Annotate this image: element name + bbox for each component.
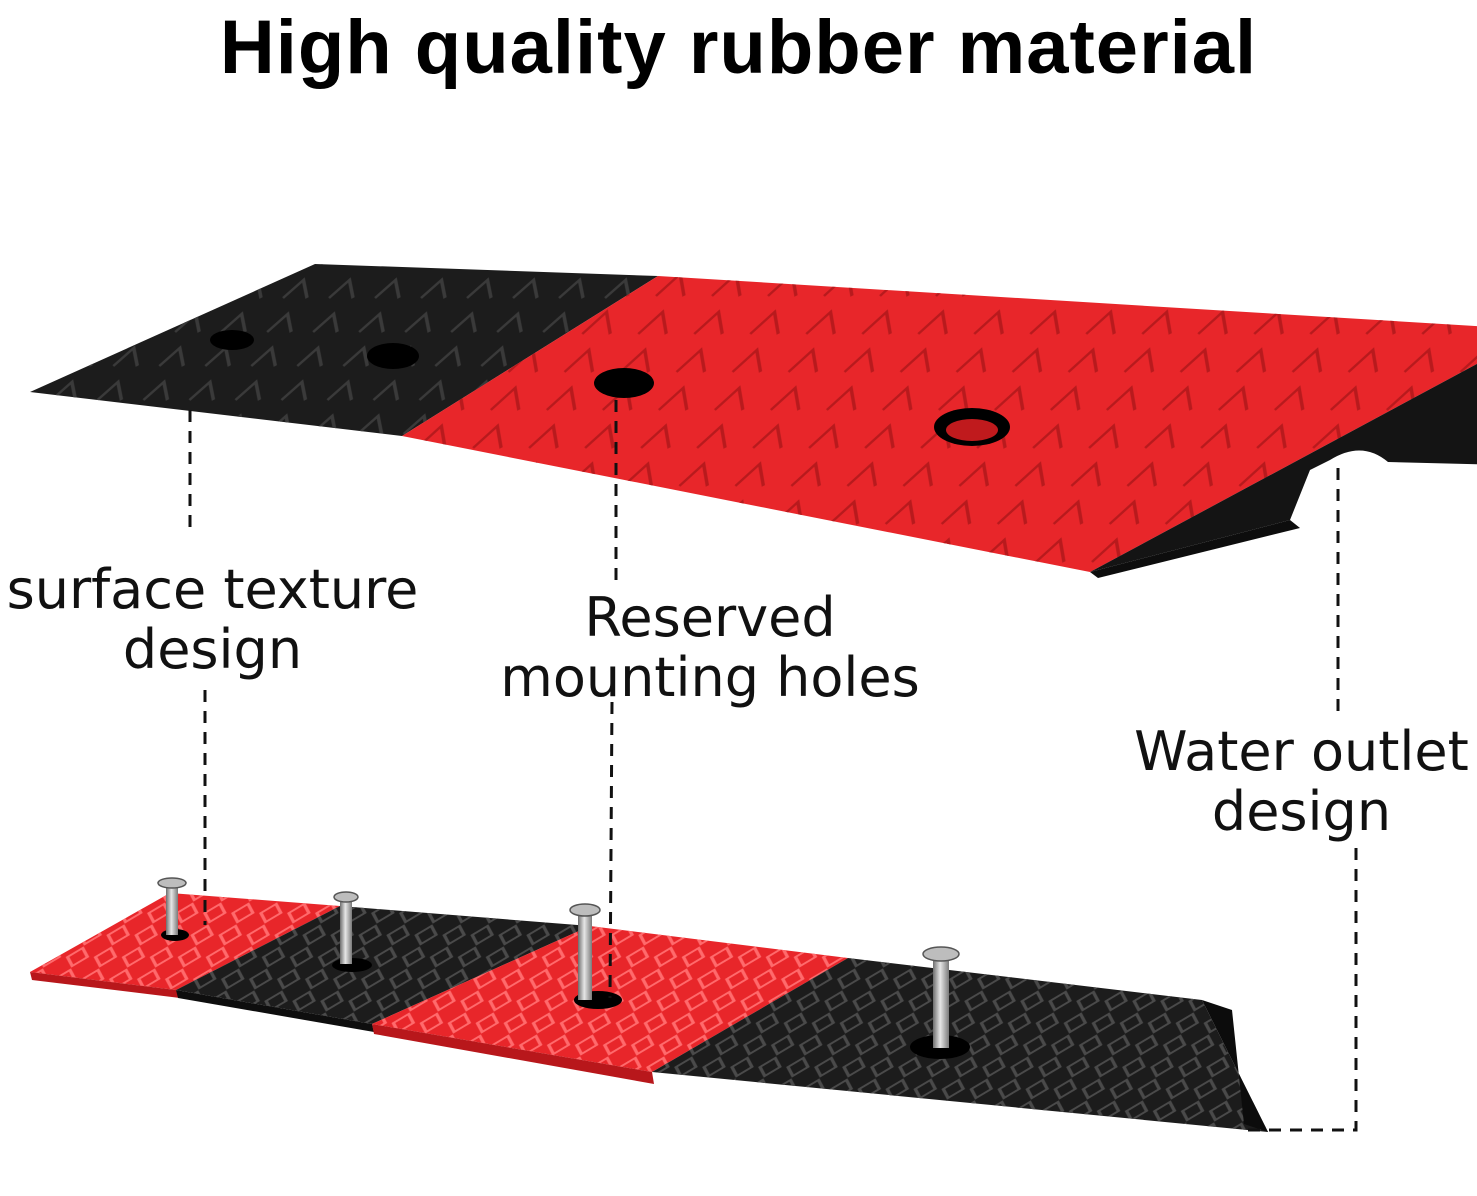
leader-holes-bottom — [608, 701, 614, 999]
callout-mounting-holes: Reserved mounting holes — [490, 588, 930, 708]
screw-icon — [157, 877, 187, 935]
top-ramp — [30, 264, 1477, 578]
top-ramp-end-face — [1090, 363, 1477, 572]
screw-icon — [922, 946, 960, 1048]
mounting-screws — [157, 877, 960, 1048]
callout-water-outlet-line1: Water outlet — [1134, 720, 1469, 783]
top-hole-2 — [367, 343, 419, 369]
screw-icon — [333, 891, 359, 964]
screw-icon — [569, 903, 601, 1000]
bottom-ramp — [30, 893, 1268, 1132]
callout-surface-texture-line2: design — [122, 618, 303, 681]
callout-surface-texture: surface texture design — [0, 560, 425, 680]
callout-mounting-holes-line2: mounting holes — [500, 646, 920, 709]
page-headline: High quality rubber material — [219, 5, 1258, 90]
leader-outlet-bottom — [1246, 848, 1358, 1132]
top-hole-3 — [594, 368, 654, 398]
callout-surface-texture-line1: surface texture — [6, 558, 419, 621]
top-hole-1 — [210, 330, 254, 350]
callout-water-outlet-line2: design — [1211, 780, 1392, 843]
bottom-ramp-end-face — [1202, 1000, 1268, 1132]
callout-mounting-holes-line1: Reserved — [584, 586, 836, 649]
callout-leader-lines — [188, 400, 1358, 1132]
callout-water-outlet: Water outlet design — [1126, 722, 1477, 842]
